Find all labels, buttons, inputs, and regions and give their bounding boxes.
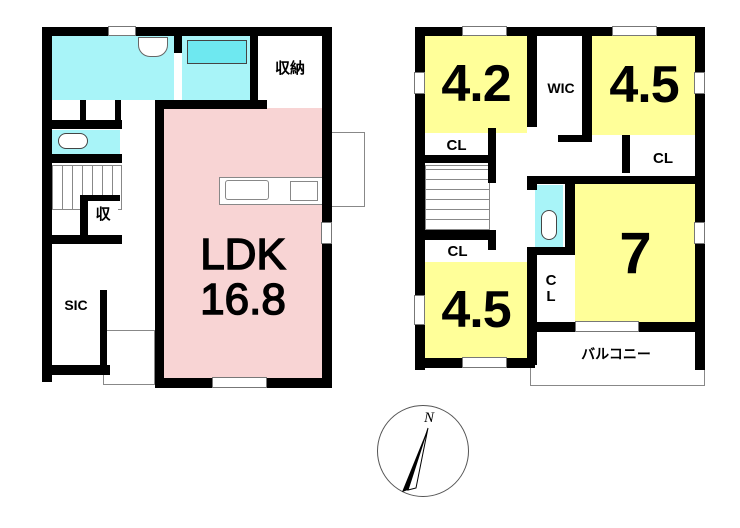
window <box>694 72 705 94</box>
closet-label: CL <box>447 242 468 260</box>
window <box>108 26 136 36</box>
window <box>414 72 425 94</box>
closet-label: CL <box>446 136 467 154</box>
balcony-label: バルコニー <box>581 346 651 362</box>
sic-room: SIC <box>52 245 100 365</box>
ldk-label: LDK <box>199 230 286 279</box>
stove-icon <box>290 181 318 201</box>
wic-label: WIC <box>547 79 575 96</box>
closet: CL <box>425 240 490 262</box>
closet-label: CL <box>653 149 673 167</box>
washbasin-icon <box>138 37 168 57</box>
window <box>575 321 639 332</box>
walk-in-closet: WIC <box>538 35 584 140</box>
toilet-icon <box>541 210 557 240</box>
window <box>212 377 267 388</box>
storage-label: 収納 <box>274 60 305 77</box>
room-size: 7 <box>619 220 652 286</box>
ldk-size: 16.8 <box>199 275 286 324</box>
bathtub-icon <box>187 40 247 64</box>
closet: CL <box>630 143 696 173</box>
small-storage: 収 <box>88 196 118 230</box>
closet-vertical: C L <box>537 255 565 322</box>
window <box>462 357 507 368</box>
bedroom-4-5-north: 4.5 <box>592 35 696 135</box>
window <box>462 26 507 36</box>
entrance-porch <box>103 330 155 385</box>
window <box>414 295 425 325</box>
bedroom-4-2: 4.2 <box>425 35 527 133</box>
staircase <box>425 165 490 230</box>
closet-label-c: C <box>545 271 557 289</box>
sink-icon <box>225 180 269 200</box>
closet: CL <box>425 135 488 155</box>
room-size: 4.5 <box>609 56 679 114</box>
ldk-room: LDK 16.8 <box>164 108 322 378</box>
floor-1-plan: 収納 収 SIC LDK 16.8 <box>0 0 370 400</box>
balcony: バルコニー <box>537 333 695 375</box>
sic-label: SIC <box>64 297 88 313</box>
small-storage-label: 収 <box>95 205 111 223</box>
bedroom-4-5-south: 4.5 <box>425 262 527 358</box>
room-size: 4.5 <box>441 281 511 339</box>
north-label: N <box>424 410 435 426</box>
room-size: 4.2 <box>441 55 511 113</box>
window <box>612 26 657 36</box>
closet-label-l: L <box>546 287 556 305</box>
floor-2-plan: 4.2 WIC 4.5 CL CL CL 4.5 C L 7 バルコニー <box>414 26 705 386</box>
compass-needle-icon <box>402 427 429 492</box>
toilet-icon <box>58 133 88 149</box>
compass: N <box>377 405 469 497</box>
window <box>694 222 705 244</box>
storage-room: 収納 <box>258 35 322 100</box>
bedroom-7: 7 <box>575 184 696 322</box>
window <box>321 222 332 244</box>
